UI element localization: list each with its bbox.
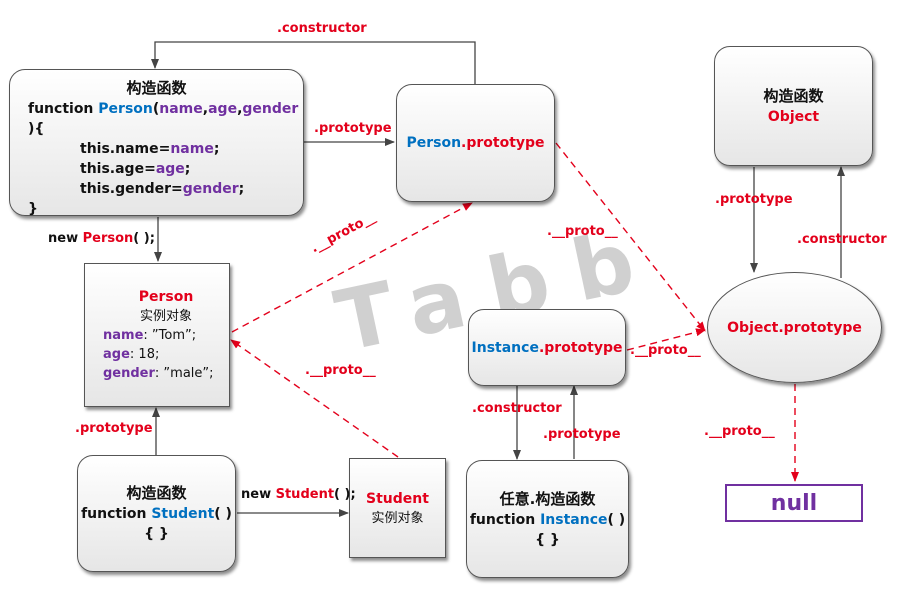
person-ctor-line-name: this.name=name; [28, 139, 303, 159]
label-prototype-object: .prototype [715, 192, 793, 207]
student-ctor-title: 构造函数 [126, 484, 187, 502]
ctor-tail: ( ){ } [535, 511, 626, 548]
student-constructor-box: 构造函数 function Student( ){ } [77, 455, 236, 572]
label-prototype-person: .prototype [314, 121, 392, 136]
student-name: Student [151, 506, 215, 522]
edge-person-constructor [151, 41, 476, 84]
object-prototype-ellipse: Object.prototype [707, 272, 882, 383]
person-name: Person [406, 135, 462, 151]
assign-age: this.age= [80, 161, 156, 177]
person-prototype-label: Person.prototype [406, 133, 544, 153]
prototype-suffix: .prototype [461, 135, 545, 151]
any-constructor-box: 任意.构造函数 function Instance( ){ } [466, 460, 629, 578]
object-prototype-label: Object.prototype [727, 319, 862, 336]
paren-close: ){ [28, 121, 45, 137]
prop-value: : ”Tom”; [143, 328, 197, 343]
object-ctor-name: Object [767, 108, 820, 125]
instance-name: Instance [471, 339, 539, 356]
keyword-function: function [81, 506, 152, 522]
new-keyword: new [241, 487, 276, 502]
instance-name: Instance [540, 511, 608, 528]
person-instance-prop-age: age: 18; [103, 345, 159, 364]
edge-instance-proto [231, 202, 473, 333]
keyword-function: function [469, 511, 541, 528]
edge-person-prototype-proto [555, 142, 706, 332]
instance-prototype-label: Instance.prototype [472, 338, 623, 358]
person-ctor-line-age: this.age=age; [28, 159, 303, 179]
person-ctor-line-gender: this.gender=gender; [28, 179, 303, 199]
assign-name: this.name= [80, 141, 171, 157]
ctor-tail: ( ){ } [144, 506, 232, 542]
prop-value: : 18; [129, 347, 160, 362]
person-instance-prop-name: name: ”Tom”; [103, 326, 196, 345]
label-proto-object-null: .__proto__ [704, 424, 775, 439]
label-constructor-top: .constructor [277, 21, 367, 36]
param-gender: gender [242, 101, 299, 117]
assign-gender: this.gender= [80, 181, 183, 197]
label-constructor-object: .constructor [797, 232, 887, 247]
person-name: Person [98, 101, 153, 117]
person-instance-prop-gender: gender: ”male”; [103, 364, 214, 383]
prop-key: name [103, 328, 144, 343]
paren-open: ( [152, 101, 160, 117]
semicolon: ; [238, 181, 245, 197]
person-ctor-close: } [28, 201, 38, 217]
object-constructor-box: 构造函数 Object [714, 46, 873, 166]
student-ctor-signature: function Student( ){ } [78, 504, 235, 544]
student-instance-subtitle: 实例对象 [371, 510, 424, 526]
person-instance-subtitle: 实例对象 [139, 309, 192, 324]
student-instance-box: Student 实例对象 [349, 458, 446, 558]
null-box: null [725, 484, 863, 522]
call-tail: ( ); [334, 487, 356, 502]
person-name: Person [82, 231, 134, 246]
object-ctor-title: 构造函数 [763, 86, 824, 105]
null-label: null [770, 490, 818, 516]
student-instance-name: Student [366, 490, 429, 507]
any-ctor-title: 任意.构造函数 [499, 489, 596, 508]
label-proto-instance-prototype: .__proto__ [630, 343, 701, 358]
prop-value: : ”male”; [154, 366, 214, 381]
label-new-student: new Student( ); [241, 487, 356, 502]
prop-key: age [103, 347, 130, 362]
label-prototype-instance: .prototype [543, 427, 621, 442]
param-name: name [159, 101, 203, 117]
edge-student-proto [230, 339, 399, 458]
new-keyword: new [48, 231, 83, 246]
value-gender: gender [182, 181, 239, 197]
comma: , [237, 101, 243, 117]
semicolon: ; [213, 141, 220, 157]
edge-instance-prototype-proto [626, 328, 706, 351]
comma: , [202, 101, 209, 117]
person-constructor-box: 构造函数 function Person(name,age,gender ){ … [9, 69, 304, 217]
instance-prototype-box: Instance.prototype [468, 309, 626, 386]
value-name: name [170, 141, 214, 157]
person-prototype-box: Person.prototype [396, 84, 555, 202]
semicolon: ; [184, 161, 191, 177]
label-new-person: new Person( ); [48, 231, 155, 246]
prototype-suffix: .prototype [538, 339, 623, 356]
call-tail: ( ); [133, 231, 155, 246]
label-prototype-student: .prototype [75, 421, 153, 436]
any-ctor-signature: function Instance( ){ } [467, 510, 628, 550]
keyword-function: function [28, 101, 99, 117]
person-instance-box: Person 实例对象 name: ”Tom”; age: 18; gender… [84, 263, 230, 407]
student-name: Student [275, 487, 335, 502]
person-instance-name: Person [138, 289, 194, 305]
prop-key: gender [103, 366, 155, 381]
label-proto-student: .__proto__ [305, 363, 376, 378]
label-proto-person-prototype: .__proto__ [547, 224, 618, 239]
label-constructor-instance: .constructor [472, 401, 562, 416]
person-ctor-title: 构造函数 [126, 79, 187, 97]
value-age: age [155, 161, 185, 177]
param-age: age [208, 101, 238, 117]
person-ctor-signature: function Person(name,age,gender ){ [28, 99, 303, 139]
